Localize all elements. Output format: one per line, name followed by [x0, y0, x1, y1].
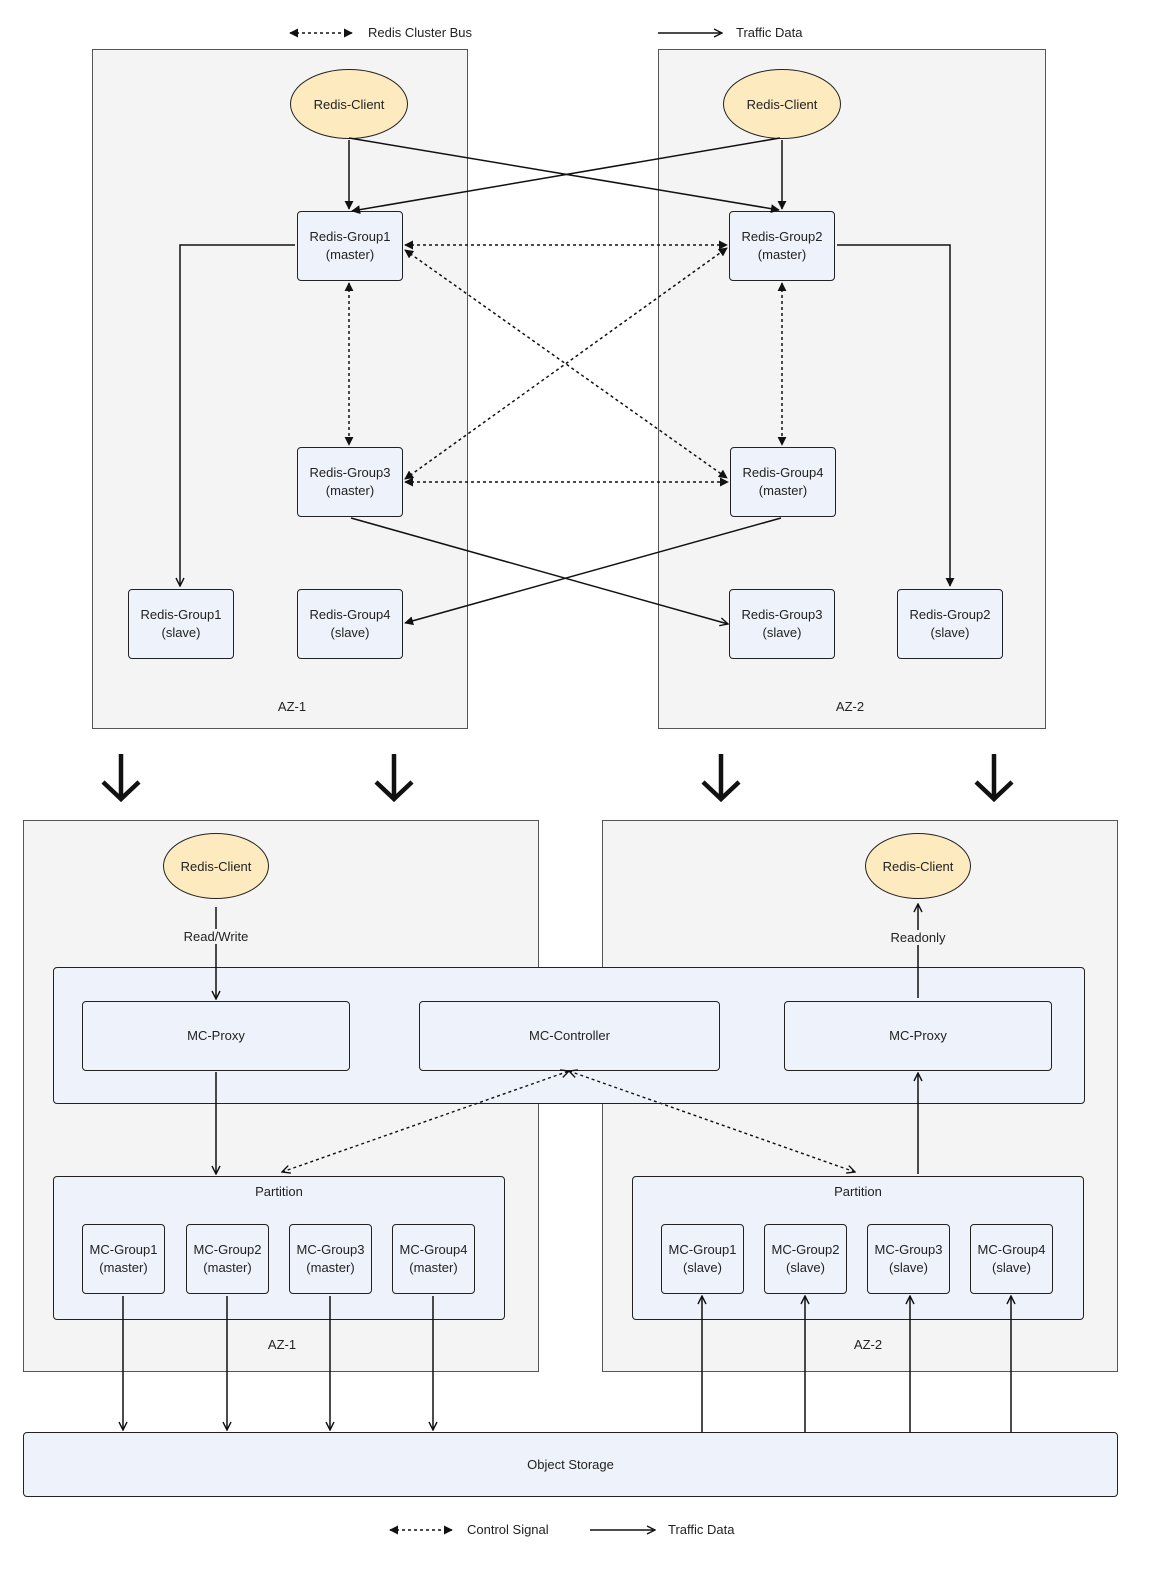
mc-group2-slave: MC-Group2 (slave)	[764, 1224, 847, 1294]
top-az1-label: AZ-1	[277, 699, 307, 714]
mc-proxy-az2: MC-Proxy	[784, 1001, 1052, 1071]
mc-group1-slave: MC-Group1 (slave)	[661, 1224, 744, 1294]
node-role: (master)	[409, 1260, 458, 1275]
transition-arrow-3	[701, 780, 741, 803]
bottom-az1-label: AZ-1	[267, 1337, 297, 1352]
node-title: Object Storage	[527, 1456, 614, 1472]
node-role: (slave)	[991, 1260, 1031, 1275]
node-title: MC-Group4	[399, 1242, 468, 1257]
transition-arrow-2	[374, 780, 414, 803]
node-role: (slave)	[888, 1260, 928, 1275]
legend-bottom-control-label: Control Signal	[467, 1522, 549, 1537]
mc-group4-master: MC-Group4 (master)	[392, 1224, 475, 1294]
object-storage: Object Storage	[23, 1432, 1118, 1497]
top-az2-label: AZ-2	[835, 699, 865, 714]
mc-group4-slave: MC-Group4 (slave)	[970, 1224, 1053, 1294]
top-az2-redis-client: Redis-Client	[723, 69, 841, 139]
node-role: (master)	[758, 483, 808, 498]
node-role: (slave)	[785, 1260, 825, 1275]
mc-group3-slave: MC-Group3 (slave)	[867, 1224, 950, 1294]
redis-group3-master: Redis-Group3 (master)	[297, 447, 403, 517]
node-role: (master)	[306, 1260, 355, 1275]
node-title: Redis-Group1	[309, 229, 391, 244]
node-title: MC-Group3	[296, 1242, 365, 1257]
node-role: (master)	[757, 247, 807, 262]
node-title: Redis-Group4	[309, 607, 391, 622]
bottom-az2-redis-client: Redis-Client	[865, 833, 971, 899]
mc-proxy-az1: MC-Proxy	[82, 1001, 350, 1071]
node-title: Redis-Group2	[741, 229, 823, 244]
read-write-text: Read/Write	[181, 929, 251, 944]
redis-group4-slave: Redis-Group4 (slave)	[297, 589, 403, 659]
client-label: Redis-Client	[746, 96, 818, 112]
node-title: Redis-Group1	[140, 607, 222, 622]
mc-controller: MC-Controller	[419, 1001, 720, 1071]
mc-group1-master: MC-Group1 (master)	[82, 1224, 165, 1294]
node-title: Redis-Group2	[909, 607, 991, 622]
node-title: MC-Controller	[529, 1028, 610, 1043]
client-label: Redis-Client	[882, 858, 954, 874]
node-role: (slave)	[682, 1260, 722, 1275]
node-title: MC-Group3	[874, 1242, 943, 1257]
readonly-label: Readonly	[868, 930, 968, 945]
node-title: MC-Group1	[89, 1242, 158, 1257]
mc-group3-master: MC-Group3 (master)	[289, 1224, 372, 1294]
node-role: (slave)	[161, 625, 201, 640]
redis-group1-slave: Redis-Group1 (slave)	[128, 589, 234, 659]
read-write-label: Read/Write	[166, 929, 266, 944]
redis-group2-master: Redis-Group2 (master)	[729, 211, 835, 281]
top-az1-redis-client: Redis-Client	[290, 69, 408, 139]
readonly-text: Readonly	[888, 930, 948, 945]
transition-arrow-4	[974, 780, 1014, 803]
node-title: Redis-Group4	[742, 465, 824, 480]
node-title: MC-Group4	[977, 1242, 1046, 1257]
transition-arrow-1	[101, 780, 141, 803]
node-title: MC-Proxy	[187, 1028, 245, 1043]
legend-top-traffic-label: Traffic Data	[736, 25, 803, 40]
node-title: MC-Group2	[771, 1242, 840, 1257]
partition-az2-label: Partition	[834, 1184, 882, 1199]
legend-bottom-traffic-label: Traffic Data	[668, 1522, 735, 1537]
node-title: MC-Proxy	[889, 1028, 947, 1043]
redis-group3-slave: Redis-Group3 (slave)	[729, 589, 835, 659]
redis-group1-master: Redis-Group1 (master)	[297, 211, 403, 281]
node-role: (slave)	[930, 625, 970, 640]
node-role: (master)	[99, 1260, 148, 1275]
node-role: (slave)	[762, 625, 802, 640]
partition-az1-label: Partition	[255, 1184, 303, 1199]
mc-group2-master: MC-Group2 (master)	[186, 1224, 269, 1294]
redis-group2-slave: Redis-Group2 (slave)	[897, 589, 1003, 659]
node-title: MC-Group1	[668, 1242, 737, 1257]
node-title: MC-Group2	[193, 1242, 262, 1257]
client-label: Redis-Client	[180, 858, 252, 874]
node-role: (master)	[325, 247, 375, 262]
client-label: Redis-Client	[313, 96, 385, 112]
legend-top-bus-label: Redis Cluster Bus	[368, 25, 473, 40]
node-title: Redis-Group3	[309, 465, 391, 480]
node-role: (master)	[203, 1260, 252, 1275]
node-title: Redis-Group3	[741, 607, 823, 622]
node-role: (master)	[325, 483, 375, 498]
bottom-az2-label: AZ-2	[853, 1337, 883, 1352]
node-role: (slave)	[330, 625, 370, 640]
redis-group4-master: Redis-Group4 (master)	[730, 447, 836, 517]
bottom-az1-redis-client: Redis-Client	[163, 833, 269, 899]
